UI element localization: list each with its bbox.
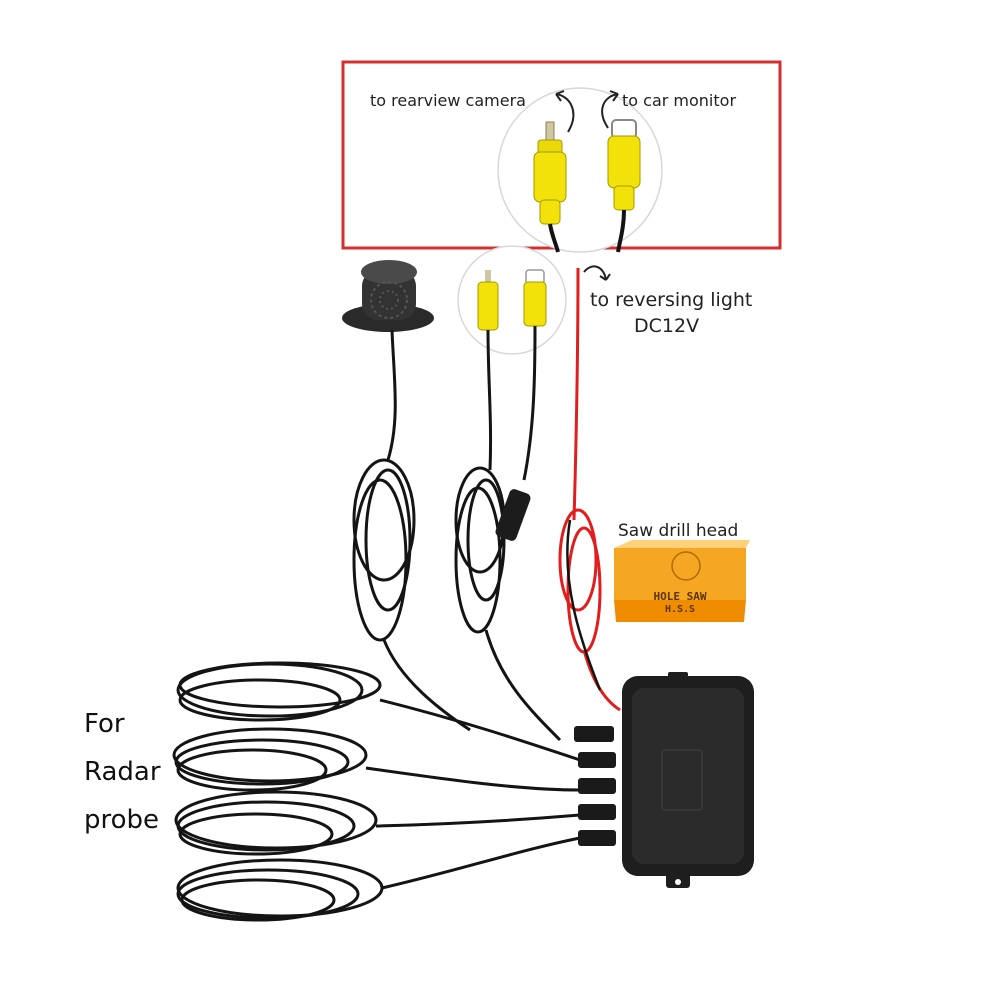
buzzer-cable — [386, 329, 397, 461]
label-dc12v: DC12V — [634, 315, 699, 337]
magnifier-circle-small — [457, 245, 567, 355]
arrow-to-monitor-head — [609, 90, 619, 102]
label-reversing-light: to reversing light — [590, 289, 752, 311]
video-cable-left — [486, 329, 493, 471]
rca-plug-icon — [533, 121, 567, 253]
label-rearview-camera: to rearview camera — [370, 91, 526, 110]
video-connector — [495, 489, 531, 541]
video-cable-coil — [454, 466, 562, 742]
video-cable-right — [522, 325, 537, 481]
power-wire-black-coil — [566, 519, 602, 691]
probe-cable-icon — [172, 661, 384, 922]
label-radar-line2: Radar — [84, 757, 161, 787]
arrow-to-camera-head — [555, 90, 565, 102]
control-box-connectors — [574, 726, 616, 846]
label-car-monitor: to car monitor — [622, 91, 736, 110]
label-radar-line1: For — [84, 709, 125, 739]
box-text-line1: HOLE SAW — [654, 590, 707, 603]
hole-saw-box-icon — [614, 540, 750, 622]
small-rca-plugs — [477, 269, 547, 331]
buzzer-icon — [342, 260, 434, 332]
rca-jack-icon — [607, 119, 641, 253]
arrow-to-camera-icon — [555, 93, 575, 133]
arrow-to-monitor-icon — [601, 93, 619, 129]
label-radar-line3: probe — [84, 805, 159, 835]
label-saw-drill-head: Saw drill head — [618, 521, 738, 541]
power-wire-arrow-icon — [583, 265, 611, 281]
probe-cable-leads — [365, 698, 581, 890]
control-box-icon — [622, 672, 754, 888]
box-text-line2: H.S.S — [665, 604, 695, 615]
buzzer-cable-coil — [352, 458, 471, 732]
power-wire-red — [572, 267, 580, 521]
